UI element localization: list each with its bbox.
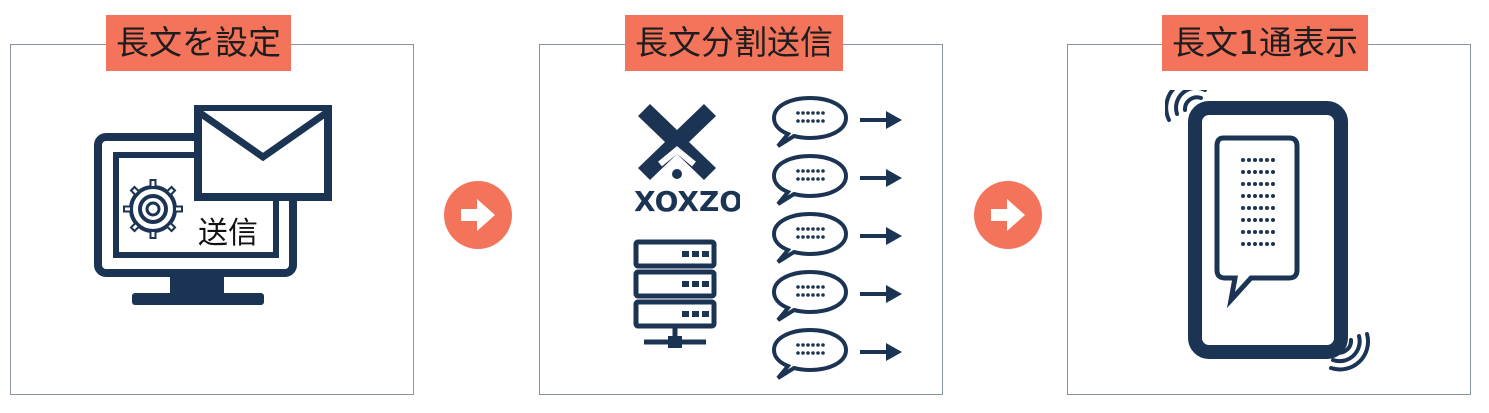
split-messages-icon [772,96,904,380]
smartphone-icon [1165,90,1370,372]
send-text: 送信 [198,216,258,251]
xoxzo-logo-icon: XOXZO [634,104,740,217]
step-label-split-send: 長文分割送信 [625,15,843,71]
step-label-display: 長文1通表示 [1162,15,1368,71]
step-label-set: 長文を設定 [106,15,291,71]
brand-text: XOXZO [634,185,740,217]
monitor-icon: 送信 [94,105,332,305]
arrow-right-icon [974,181,1042,249]
arrow-right-icon [444,181,512,249]
step-panel-split-send [539,44,943,395]
gear-icon [123,179,183,239]
server-rack-icon [633,239,717,348]
